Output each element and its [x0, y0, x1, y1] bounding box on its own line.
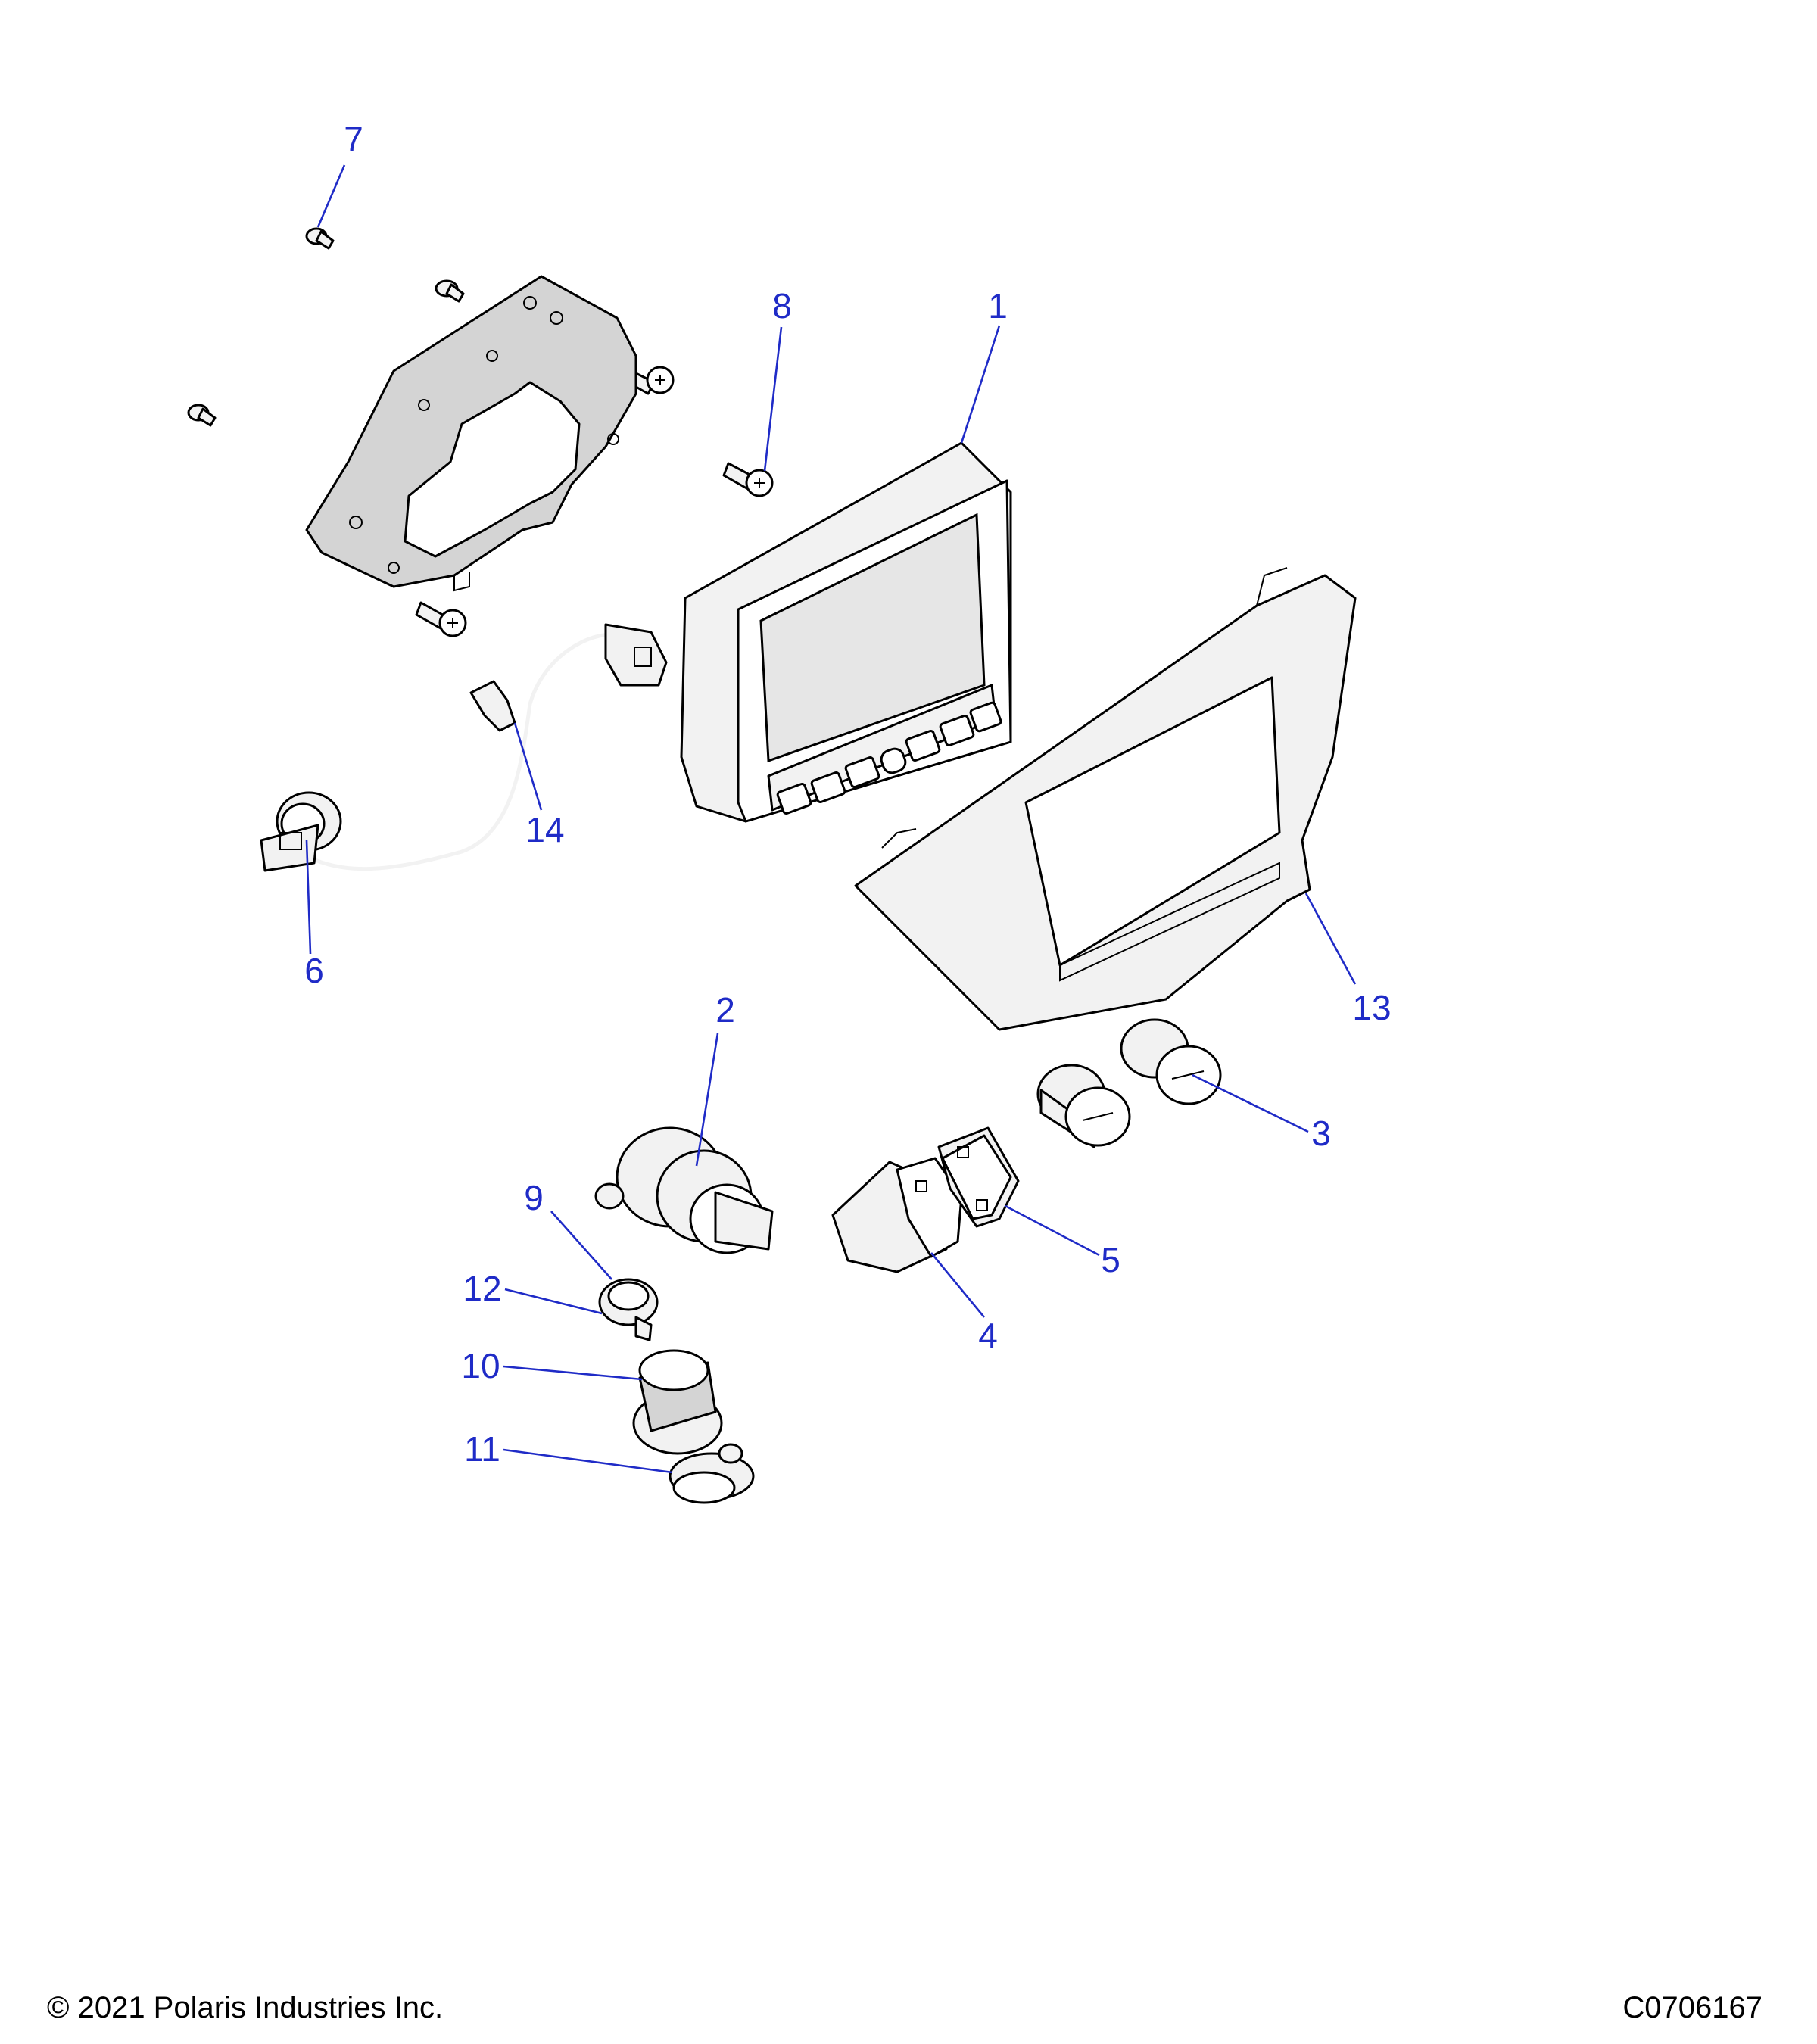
screw-8 — [722, 462, 774, 497]
knob-10 — [632, 1349, 723, 1455]
callout-8: 8 — [772, 286, 792, 326]
leader-12 — [504, 1288, 603, 1315]
display-unit — [680, 441, 1012, 823]
callout-1: 1 — [988, 286, 1008, 326]
drawing-number: C0706167 — [1622, 1991, 1762, 2024]
callout-9: 9 — [524, 1178, 544, 1217]
leader-lines — [305, 164, 1357, 1474]
callout-5: 5 — [1101, 1240, 1120, 1279]
leader-4 — [930, 1252, 986, 1318]
callout-13: 13 — [1352, 988, 1391, 1027]
leader-5 — [1005, 1204, 1100, 1257]
callout-14: 14 — [525, 810, 564, 849]
rotary-switch — [594, 1126, 774, 1254]
callout-7: 7 — [344, 120, 363, 159]
leader-8 — [763, 326, 783, 472]
callout-12: 12 — [463, 1269, 501, 1308]
callout-11: 11 — [464, 1429, 500, 1469]
leader-14 — [513, 722, 543, 811]
callout-6: 6 — [304, 951, 324, 990]
leader-9 — [550, 1211, 612, 1280]
leader-7 — [316, 164, 346, 228]
callout-4: 4 — [978, 1316, 998, 1355]
rocker-switches — [831, 1126, 1020, 1273]
harness-switch — [260, 791, 342, 872]
leader-2 — [695, 1033, 719, 1167]
leader-6 — [305, 840, 312, 955]
mounting-bracket — [305, 275, 637, 592]
copyright-notice: © 2021 Polaris Industries Inc. — [47, 1991, 444, 2024]
power-outlets — [1036, 1018, 1222, 1148]
cap-11 — [669, 1443, 755, 1504]
screw-bracket-top — [435, 279, 465, 303]
nut-12 — [598, 1278, 659, 1341]
leader-11 — [503, 1448, 673, 1474]
callout-2: 2 — [715, 990, 735, 1030]
callout-10: 10 — [461, 1346, 500, 1385]
leader-10 — [503, 1365, 643, 1381]
screw-7 — [305, 227, 335, 250]
screw-bracket-left — [187, 404, 217, 427]
callout-3: 3 — [1311, 1114, 1331, 1153]
bezel — [854, 567, 1357, 1031]
wire-harness — [298, 623, 668, 871]
leader-13 — [1304, 893, 1357, 985]
callout-labels: 1 2 3 4 5 6 7 8 9 10 11 12 13 14 — [304, 120, 1391, 1469]
screw-bracket-bottom — [415, 601, 467, 637]
leader-1 — [960, 325, 1001, 444]
leader-3 — [1192, 1073, 1309, 1133]
